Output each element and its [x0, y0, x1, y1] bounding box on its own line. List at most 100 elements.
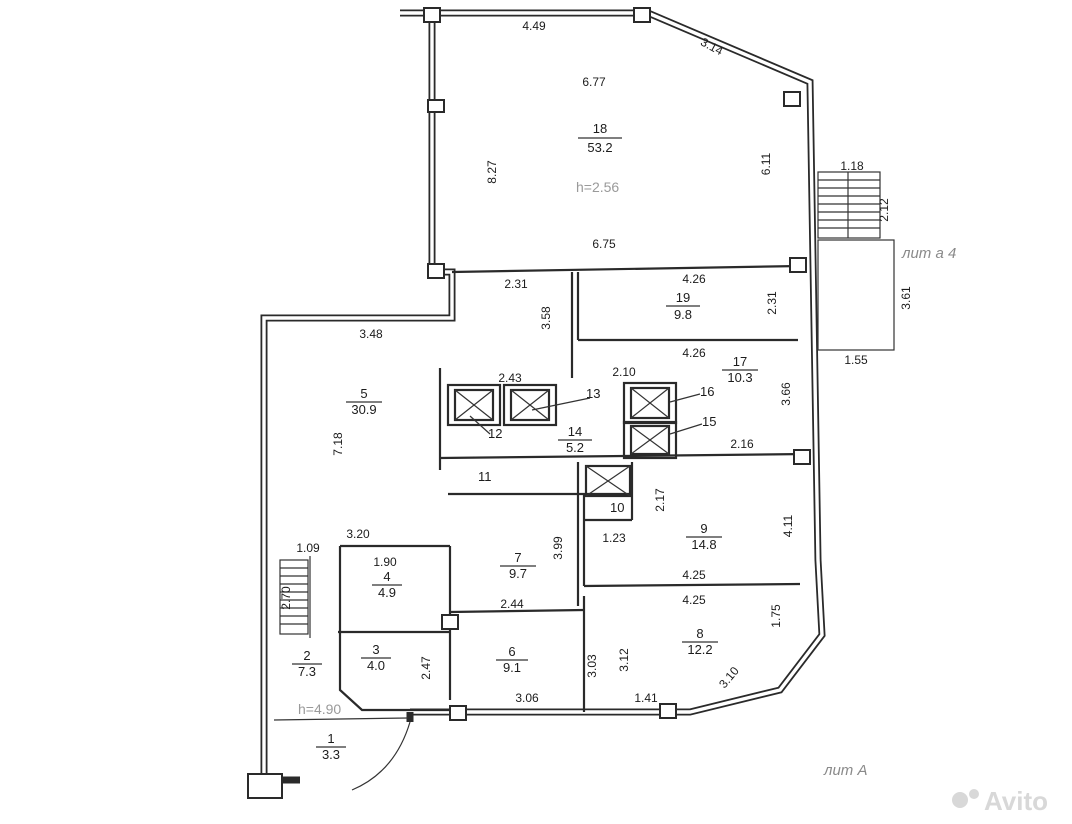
- svg-text:3.58: 3.58: [539, 306, 553, 330]
- ceiling-height-lower: h=4.90: [298, 701, 341, 717]
- svg-text:2.12: 2.12: [877, 198, 891, 222]
- room-6: 6 9.1: [496, 644, 528, 675]
- room-number: 6: [508, 644, 515, 659]
- room-3: 3 4.0: [361, 642, 391, 673]
- room-7: 7 9.7: [500, 550, 536, 581]
- avito-dots-icon: [952, 792, 968, 808]
- svg-text:7.18: 7.18: [331, 432, 345, 456]
- room-1: 1 3.3: [316, 731, 346, 762]
- svg-text:4.26: 4.26: [682, 272, 706, 286]
- svg-text:2.16: 2.16: [730, 437, 754, 451]
- svg-text:4.11: 4.11: [781, 514, 795, 537]
- outer-walls: [260, 9, 826, 784]
- svg-text:Avito: Avito: [984, 786, 1048, 816]
- room-area: 9.8: [674, 307, 692, 322]
- svg-text:4.25: 4.25: [682, 568, 706, 582]
- room-area: 9.7: [509, 566, 527, 581]
- room-number: 1: [327, 731, 334, 746]
- room-label-10: 10: [610, 500, 624, 515]
- svg-text:6.77: 6.77: [582, 75, 606, 89]
- room-number: 3: [372, 642, 379, 657]
- avito-watermark: Avito: [952, 786, 1048, 816]
- svg-text:4.25: 4.25: [682, 593, 706, 607]
- stairs-west: [279, 556, 311, 638]
- room-area: 30.9: [351, 402, 376, 417]
- svg-text:2.43: 2.43: [498, 371, 522, 385]
- room-area: 7.3: [298, 664, 316, 679]
- room-area: 4.0: [367, 658, 385, 673]
- svg-text:2.47: 2.47: [419, 656, 433, 680]
- room-label-15: 15: [702, 414, 716, 429]
- svg-text:2.31: 2.31: [504, 277, 528, 291]
- interior-walls: [338, 264, 807, 712]
- svg-text:3.66: 3.66: [779, 382, 793, 406]
- room-4: 4 4.9: [372, 569, 402, 600]
- svg-text:3.10: 3.10: [716, 664, 742, 691]
- room-8: 8 12.2: [682, 626, 718, 657]
- svg-text:8.27: 8.27: [485, 160, 499, 184]
- svg-text:1.18: 1.18: [840, 159, 864, 173]
- svg-text:3.48: 3.48: [359, 327, 383, 341]
- room-17: 17 10.3: [722, 354, 758, 385]
- room-area: 12.2: [687, 642, 712, 657]
- dimensions: 4.49 3.14 6.77 8.27 6.11 6.75 1.18 2.12 …: [279, 19, 913, 705]
- svg-text:3.06: 3.06: [515, 691, 539, 705]
- room-5: 5 30.9: [346, 386, 382, 417]
- svg-text:1.09: 1.09: [296, 541, 320, 555]
- room-number: 5: [360, 386, 367, 401]
- room-number: 19: [676, 290, 690, 305]
- room-number: 18: [593, 121, 607, 136]
- room-area: 4.9: [378, 585, 396, 600]
- room-label-11: 11: [478, 469, 492, 484]
- svg-text:1.75: 1.75: [769, 604, 783, 628]
- svg-text:3.20: 3.20: [346, 527, 370, 541]
- room-area: 10.3: [727, 370, 752, 385]
- svg-text:4.26: 4.26: [682, 346, 706, 360]
- shafts: [446, 381, 678, 498]
- room-number: 7: [514, 550, 521, 565]
- room-2: 2 7.3: [292, 648, 322, 679]
- room-area: 9.1: [503, 660, 521, 675]
- svg-text:1.23: 1.23: [602, 531, 626, 545]
- room-label-16: 16: [700, 384, 714, 399]
- columns: [247, 7, 811, 799]
- room-label-13: 13: [586, 386, 600, 401]
- svg-text:2.10: 2.10: [612, 365, 636, 379]
- svg-text:3.12: 3.12: [617, 648, 631, 672]
- lit-a-label: лит А: [823, 762, 867, 779]
- door-swing: [351, 721, 411, 791]
- ceiling-height-upper: h=2.56: [576, 179, 619, 195]
- room-9: 9 14.8: [686, 521, 722, 552]
- svg-text:3.99: 3.99: [551, 536, 565, 560]
- room-area: 3.3: [322, 747, 340, 762]
- room-number: 14: [568, 424, 582, 439]
- room-area: 53.2: [587, 140, 612, 155]
- room-area: 14.8: [691, 537, 716, 552]
- svg-text:3.61: 3.61: [899, 286, 913, 310]
- svg-text:1.55: 1.55: [844, 353, 868, 367]
- svg-text:6.11: 6.11: [759, 152, 773, 175]
- svg-text:1.41: 1.41: [634, 691, 658, 705]
- room-18: 18 53.2: [578, 121, 622, 155]
- lit-a4-label: лит а 4: [901, 245, 956, 262]
- room-label-12: 12: [488, 426, 502, 441]
- svg-text:1.90: 1.90: [373, 555, 397, 569]
- svg-text:2.70: 2.70: [279, 586, 293, 610]
- room-number: 17: [733, 354, 747, 369]
- svg-text:2.17: 2.17: [653, 488, 667, 512]
- room-14: 14 5.2: [558, 424, 592, 455]
- room-area: 5.2: [566, 440, 584, 455]
- stairs-east: [817, 171, 895, 351]
- room-number: 2: [303, 648, 310, 663]
- svg-text:3.03: 3.03: [585, 654, 599, 678]
- svg-text:2.44: 2.44: [500, 597, 524, 611]
- room-number: 8: [696, 626, 703, 641]
- svg-text:4.49: 4.49: [522, 19, 546, 33]
- svg-text:2.31: 2.31: [765, 291, 779, 315]
- room-19: 19 9.8: [666, 290, 700, 322]
- svg-text:6.75: 6.75: [592, 237, 616, 251]
- room-number: 4: [383, 569, 390, 584]
- svg-text:3.14: 3.14: [698, 35, 725, 58]
- room-number: 9: [700, 521, 707, 536]
